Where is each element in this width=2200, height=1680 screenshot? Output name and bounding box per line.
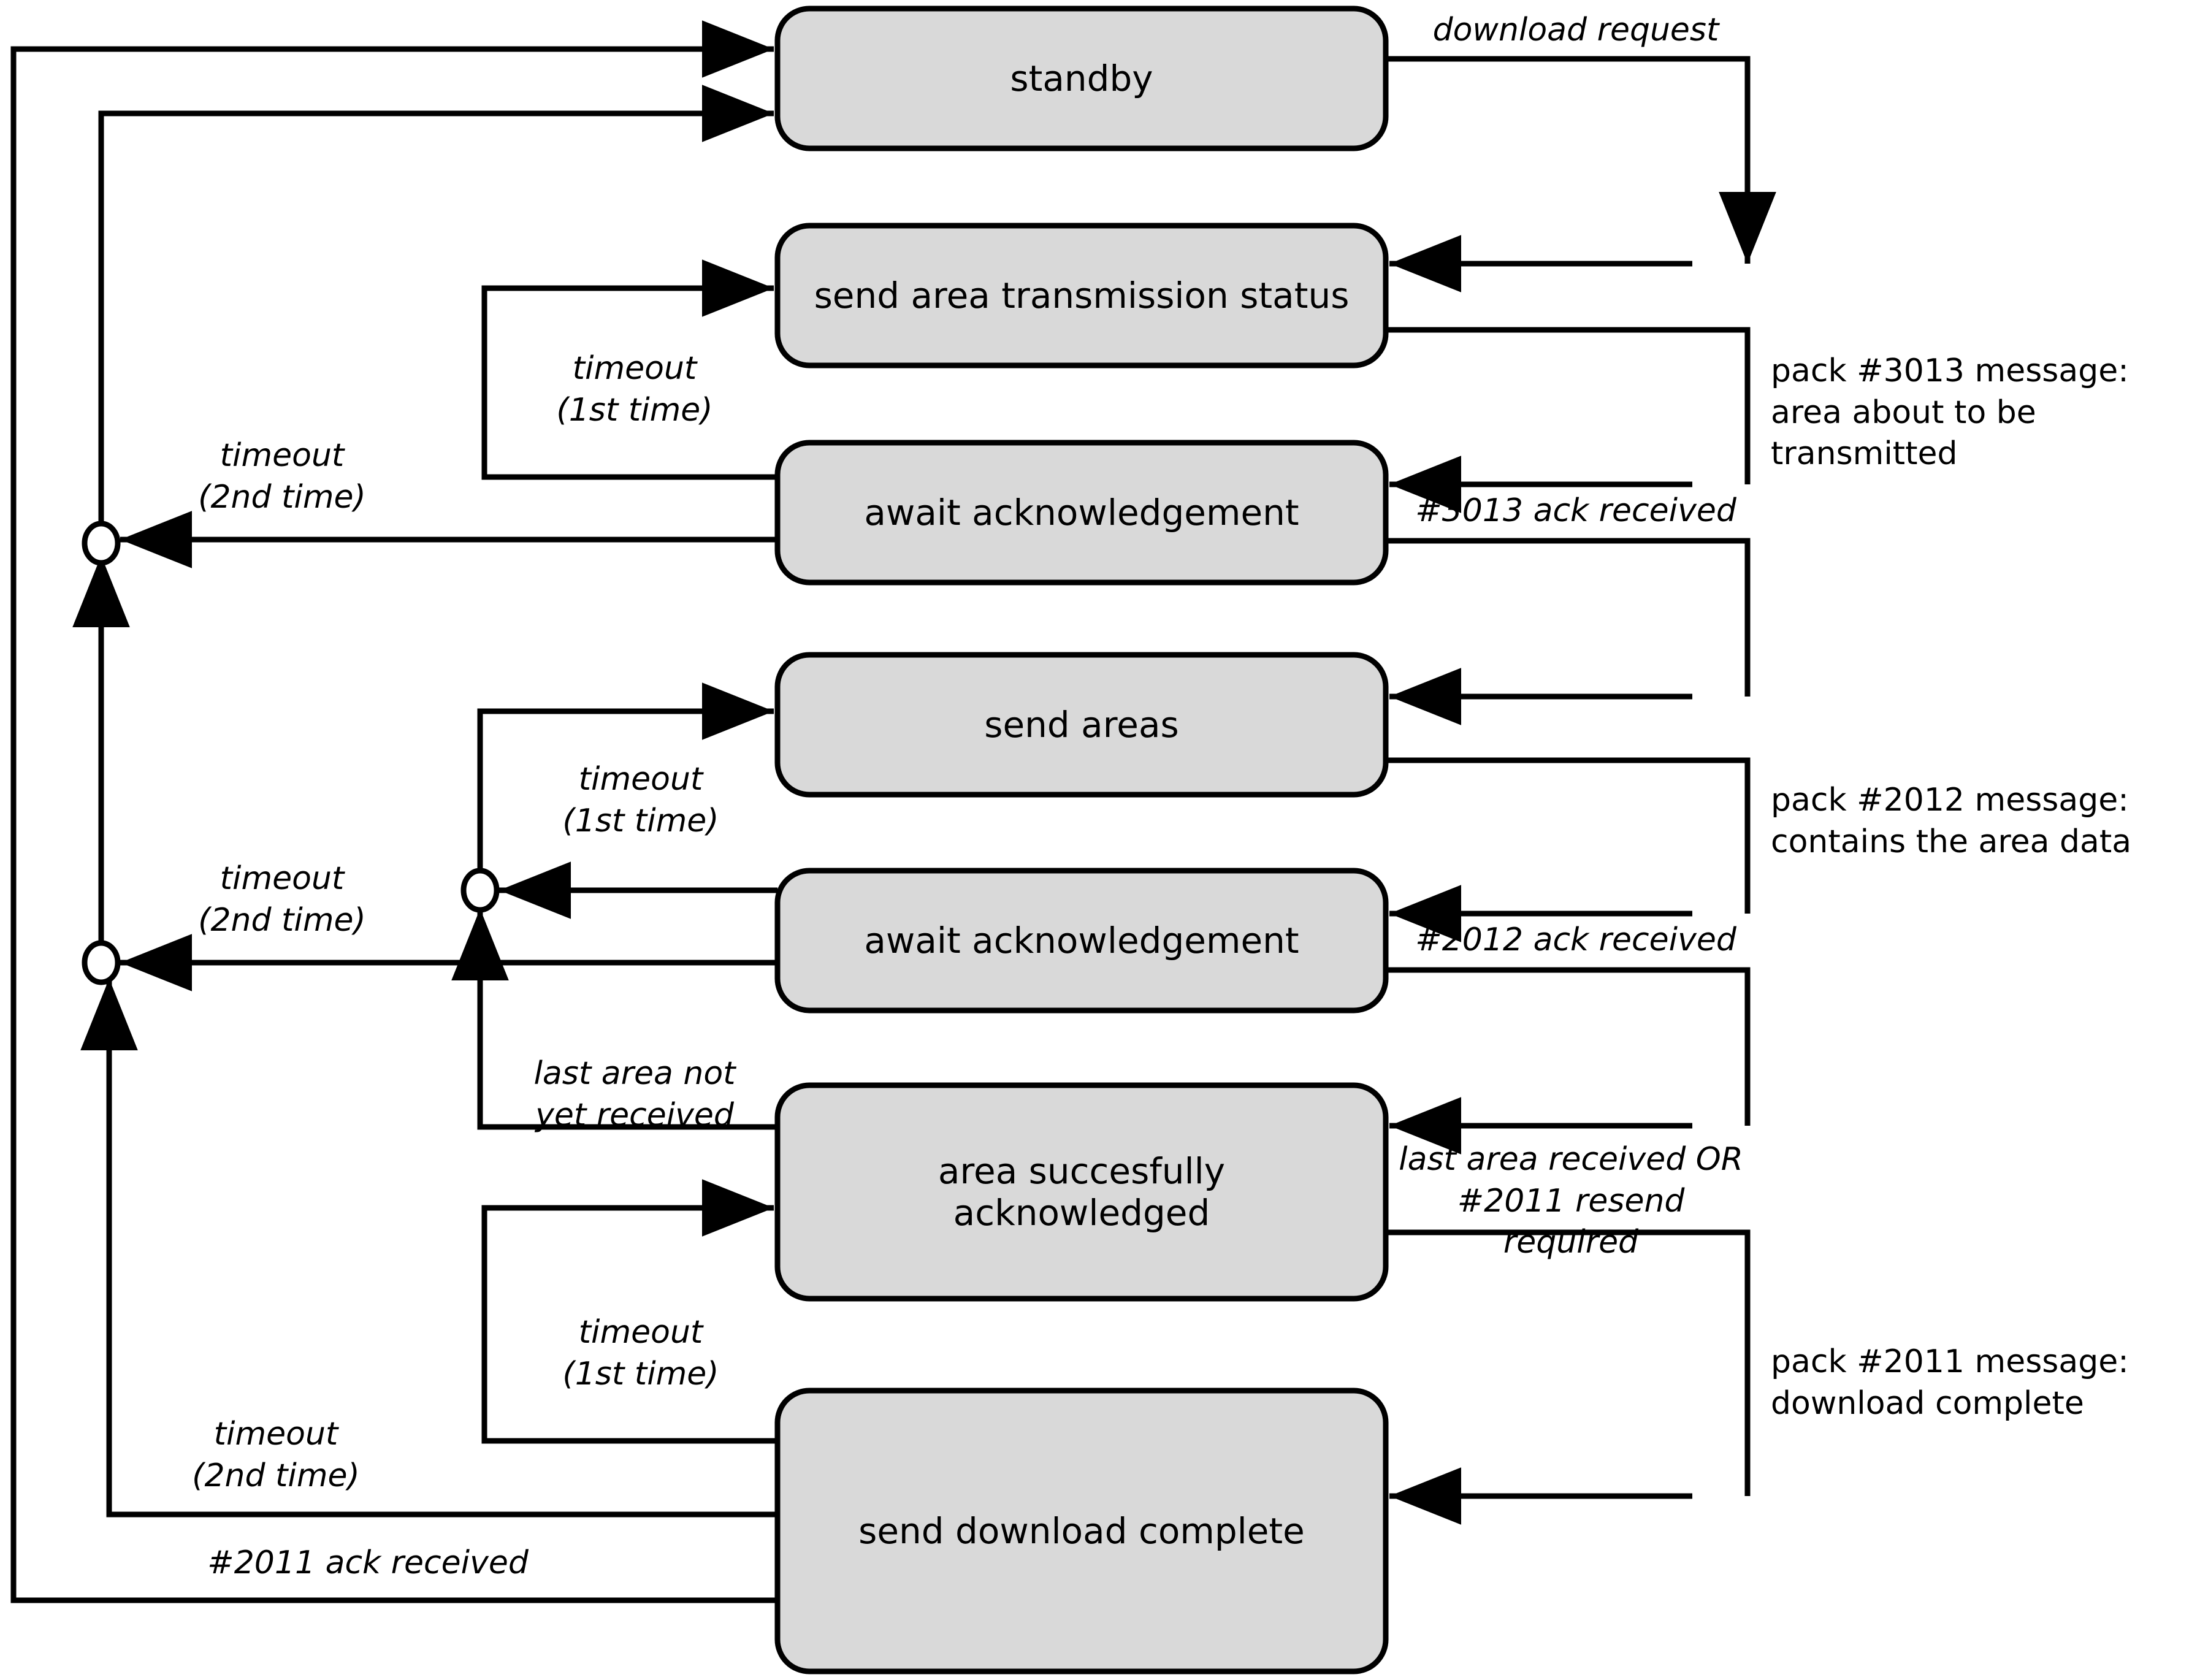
state-box-area-ack (774, 1082, 1389, 1302)
edge-last-area-not-yet (451, 909, 777, 1130)
state-box-send-dl-done (774, 1388, 1389, 1674)
edge-timeout-2nd-c (80, 979, 777, 1518)
junction-mid-center (460, 868, 500, 913)
edge-timeout-1st-a (481, 259, 777, 480)
edge-junction-to-send-areas (477, 682, 774, 873)
edge-ack-2011 (10, 20, 777, 1603)
edge-label-timeout-2nd-a: timeout (2nd time) (198, 437, 366, 516)
note-pack-2012: pack #2012 message: contains the area da… (1771, 782, 2132, 860)
state-box-await-ack-2 (774, 868, 1389, 1014)
edge-label-timeout-1st-b: timeout (1st time) (562, 761, 719, 839)
state-box-standby (774, 6, 1389, 151)
edge-label-last-area-not-yet: last area not yet received (533, 1055, 736, 1134)
junction-upper-left (82, 521, 121, 566)
state-box-send-areas (774, 652, 1389, 798)
edge-label-ack-3013: #3013 ack received (1415, 492, 1736, 529)
edge-label-ack-2012: #2012 ack received (1415, 922, 1736, 958)
edge-timeout-1st-c (481, 1179, 777, 1444)
state-box-await-ack-1 (774, 440, 1389, 586)
edge-label-last-area-or-resend: last area received OR #2011 resend requi… (1399, 1141, 1743, 1261)
edge-label-timeout-2nd-b: timeout (2nd time) (198, 860, 366, 939)
edge-label-ack-2011: #2011 ack received (207, 1544, 529, 1581)
edge-label-download-request: download request (1432, 12, 1719, 48)
state-box-send-status (774, 223, 1389, 368)
edge-left-rail-inner (98, 85, 774, 531)
edge-pack-3013 (1386, 327, 1751, 484)
edge-label-timeout-2nd-c: timeout (2nd time) (192, 1416, 360, 1494)
edge-label-timeout-1st-a: timeout (1st time) (556, 350, 713, 429)
edge-pack-2012 (1386, 757, 1751, 914)
note-pack-3013: pack #3013 message: area about to be tra… (1771, 353, 2129, 473)
note-pack-2011: pack #2011 message: download complete (1771, 1343, 2129, 1422)
edge-last-area-or-resend (1386, 1229, 1751, 1496)
edge-download-request (1386, 56, 1776, 264)
edge-ack-3013 (1386, 538, 1751, 697)
junction-mid-left (82, 940, 121, 985)
edge-label-timeout-1st-c: timeout (1st time) (562, 1314, 719, 1392)
edge-ack-2012 (1386, 967, 1751, 1126)
